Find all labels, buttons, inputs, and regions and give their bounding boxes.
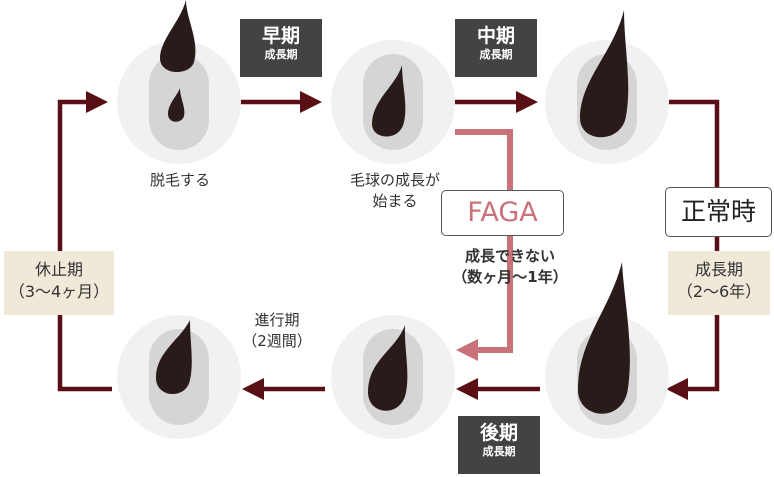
hair-shed-drop (168, 88, 185, 122)
faga-box: FAGA (441, 190, 564, 236)
hair-late (578, 262, 630, 414)
faga-label: FAGA (467, 197, 538, 228)
stage-box-middle: 中期 成長期 (455, 19, 537, 77)
hair-progress (368, 325, 408, 411)
arrow-rest-to-shed (57, 99, 112, 392)
normal-growth-line1: 成長期 (694, 260, 743, 279)
faga-note-line2: （数ヶ月〜1年） (452, 268, 568, 286)
rest-line2: （3〜4ヶ月） (8, 282, 110, 301)
hair-rest (156, 320, 192, 395)
arrowhead-6 (86, 91, 108, 113)
stage-box-early: 早期 成長期 (240, 19, 322, 77)
faga-note: 成長できない （数ヶ月〜1年） (425, 246, 595, 288)
rest-line1: 休止期 (34, 260, 83, 279)
stage-late-sub: 成長期 (482, 445, 516, 458)
hair-middle (580, 10, 629, 138)
arrowhead-3 (666, 378, 688, 400)
arrowhead-2 (516, 91, 538, 113)
bulb-growth-line1: 毛球の成長が (349, 171, 440, 189)
bulb-growth-label: 毛球の成長が 始まる (310, 170, 480, 212)
normal-growth-line2: （2〜6年） (676, 282, 762, 301)
bulb-growth-line2: 始まる (372, 192, 418, 210)
arrow-normal-cycle (668, 99, 720, 392)
rest-box: 休止期 （3〜4ヶ月） (4, 251, 114, 315)
shedding-label: 脱毛する (149, 171, 210, 189)
normal-box: 正常時 (665, 187, 772, 237)
stage-early-sub: 成長期 (264, 48, 298, 61)
hair-bulb (372, 65, 406, 137)
faga-note-line1: 成長できない (464, 247, 555, 265)
hair-shed-strand (160, 0, 196, 73)
normal-growth-box: 成長期 （2〜6年） (668, 251, 770, 315)
progress-line1: 進行期 (254, 311, 300, 329)
stage-early-title: 早期 (261, 25, 300, 47)
stage-late-title: 後期 (479, 422, 518, 444)
arrow-faga (455, 129, 513, 353)
progress-line2: （2週間） (242, 332, 312, 350)
stage-middle-sub: 成長期 (479, 48, 513, 61)
arrowhead-5 (242, 378, 264, 400)
arrowhead-1 (300, 91, 322, 113)
arrowhead-faga (456, 339, 478, 361)
progress-label: 進行期 （2週間） (222, 310, 332, 352)
arrowhead-4 (456, 378, 478, 400)
normal-label: 正常時 (680, 197, 756, 226)
stage-box-late: 後期 成長期 (458, 416, 540, 474)
stage-middle-title: 中期 (476, 25, 515, 47)
